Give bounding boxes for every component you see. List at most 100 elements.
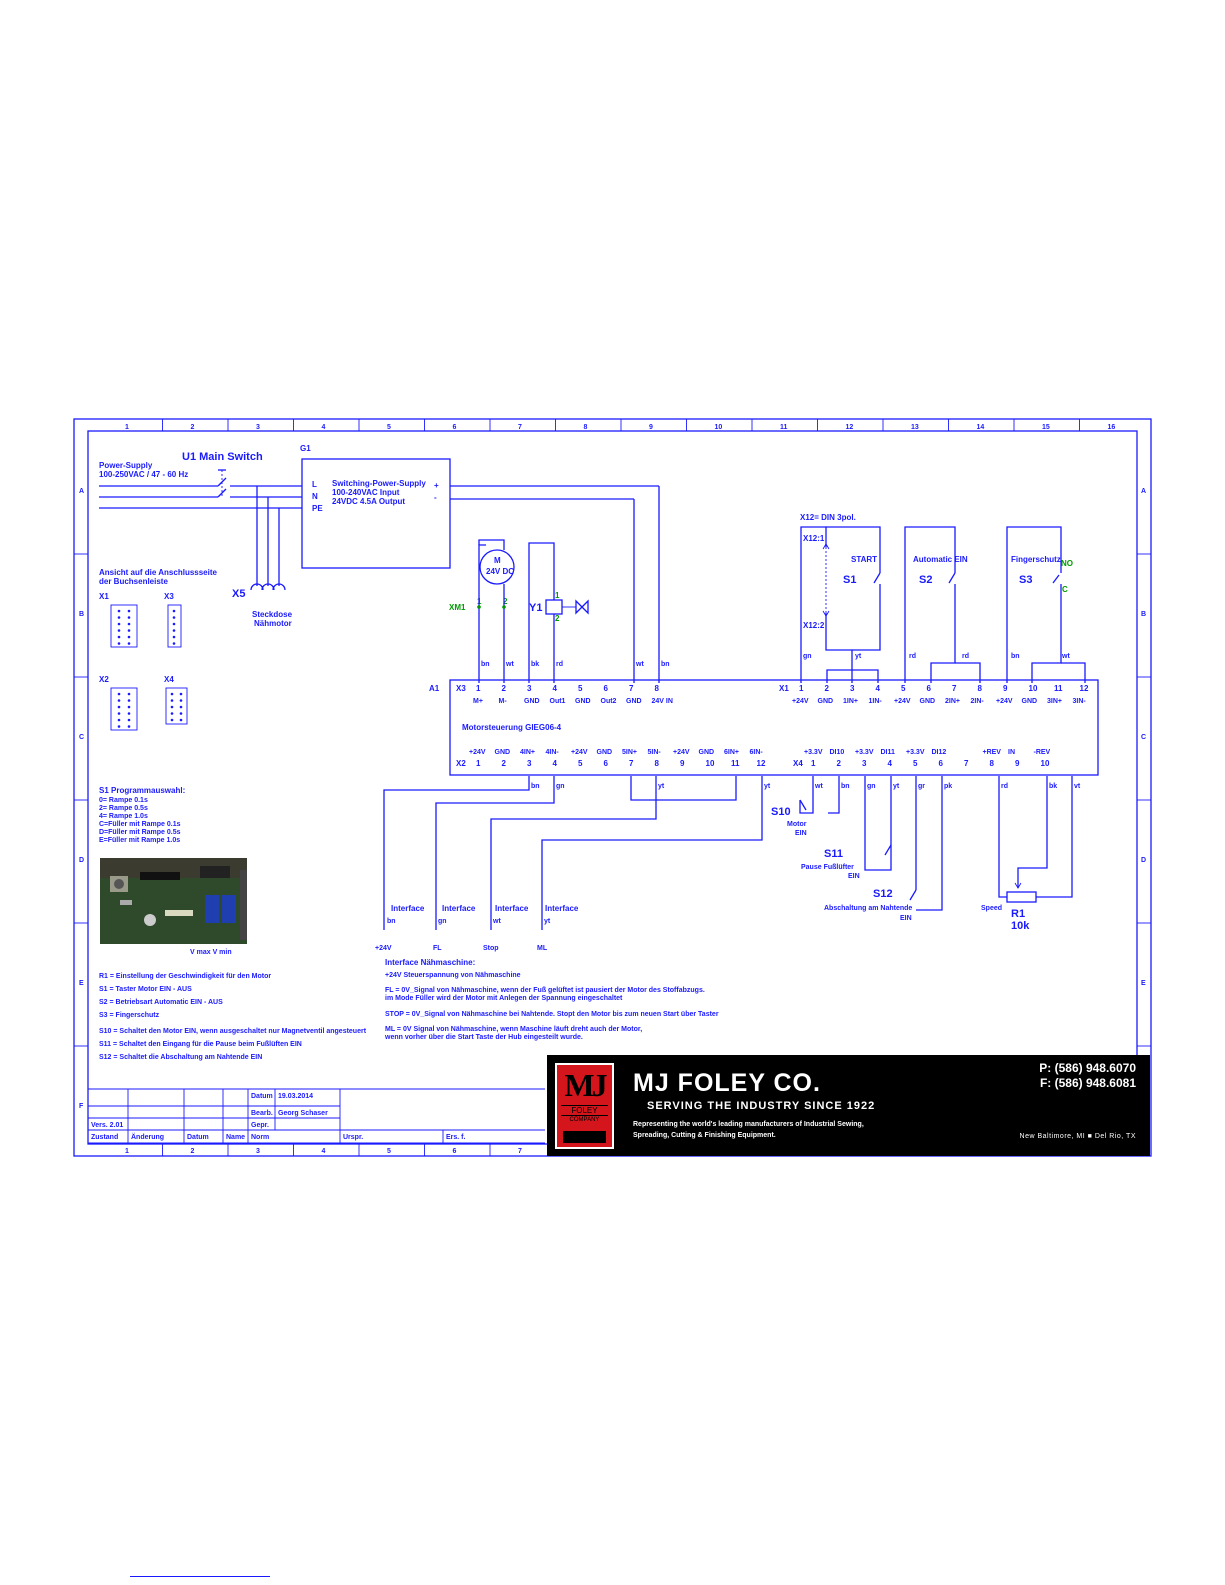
company-description-2: Spreading, Cutting & Finishing Equipment… [633, 1132, 776, 1139]
datum-label: Datum [251, 1093, 273, 1100]
s2-label: S2 [919, 574, 932, 586]
frame-row-label: C [79, 734, 84, 741]
x2-pin-number: 4 [553, 759, 558, 768]
main-switch-label: U1 Main Switch [182, 451, 263, 463]
x1-pin-number: 9 [1003, 684, 1008, 693]
fingerschutz-label: Fingerschutz [1011, 555, 1061, 564]
r1-value: 10k [1011, 920, 1030, 932]
wire-color-label: rd [556, 661, 563, 668]
x2-pin-label: +24V [673, 749, 690, 756]
x4-pin-label: DI10 [830, 749, 845, 756]
wire-color-label: bk [1049, 783, 1057, 790]
xm1-label: XM1 [449, 603, 466, 612]
phone-number: P: (586) 948.6070 [1039, 1061, 1136, 1075]
x1-pin-label: 1IN- [869, 698, 883, 705]
wire-color-label: vt [1074, 783, 1081, 790]
motor-m: M [494, 556, 501, 565]
interface-note-line: FL = 0V_Signal von Nähmaschine, wenn der… [385, 987, 705, 994]
x3-pin-label: Out2 [601, 698, 617, 705]
wire-color-label: bn [1011, 653, 1020, 660]
x3-pin-number: 6 [604, 684, 609, 693]
x4-pin-number: 1 [811, 759, 816, 768]
x1-view-label: X1 [99, 592, 109, 601]
x12-2-label: X12:2 [803, 621, 825, 630]
legend-line: S2 = Betriebsart Automatic EIN - AUS [99, 999, 223, 1006]
frame-col-label: 10 [715, 424, 723, 431]
power-supply-spec: 100-250VAC / 47 - 60 Hz [99, 470, 188, 479]
interface-note-line: +24V Steuerspannung von Nähmaschine [385, 972, 521, 979]
x1-pin-label: +24V [894, 698, 911, 705]
x1-pin-label: 3IN+ [1047, 698, 1062, 705]
wire-color-label: wt [1061, 653, 1070, 660]
frame-row-label: C [1141, 734, 1146, 741]
legend-line: S10 = Schaltet den Motor EIN, wenn ausge… [99, 1028, 367, 1035]
x1-pin-label: +24V [792, 698, 809, 705]
company-logo: MJ FOLEY COMPANY [555, 1063, 614, 1149]
zustand-label: Zustand [91, 1134, 118, 1141]
x4-pin-number: 4 [888, 759, 893, 768]
x1-pin-label: 1IN+ [843, 698, 858, 705]
legend-line: S1 = Taster Motor EIN - AUS [99, 986, 192, 993]
wire-color-label: wt [505, 661, 514, 668]
fax-number: F: (586) 948.6081 [1039, 1076, 1136, 1090]
interface-1: Interface bn +24V [375, 904, 425, 952]
controller-name: Motorsteuerung GIEG06-4 [462, 723, 562, 732]
x1-pin-label: 2IN- [971, 698, 985, 705]
x12-1-label: X12:1 [803, 534, 825, 543]
wire-color-label: yt [764, 783, 771, 790]
frame-row-label: E [1141, 980, 1146, 987]
inner-frame [87, 430, 1138, 1145]
wire-color-label: bn [481, 661, 490, 668]
frame-col-label: 6 [453, 1148, 457, 1155]
x3-pin-number: 7 [629, 684, 634, 693]
x2-pin-label: 6IN+ [724, 749, 739, 756]
x4-pin-number: 10 [1041, 759, 1050, 768]
x4-pin-label: +3.3V [906, 749, 925, 756]
frame-col-label: 12 [846, 424, 854, 431]
svg-text:FL: FL [433, 945, 442, 952]
x2-pin-label: 5IN+ [622, 749, 637, 756]
x4-pin-number: 3 [862, 759, 867, 768]
version-label: Vers. 2.01 [91, 1122, 123, 1129]
wire-color-label: wt [814, 783, 823, 790]
steckdose-label: Steckdose [252, 610, 293, 619]
x2-pin-label: GND [495, 749, 511, 756]
x2-label: X2 [456, 759, 466, 768]
start-label: START [851, 555, 877, 564]
x2-view-label: X2 [99, 675, 109, 684]
s11-label: S11 [824, 848, 843, 860]
frame-col-label: 2 [191, 1148, 195, 1155]
x2-pin-number: 3 [527, 759, 532, 768]
x4-pin-number: 5 [913, 759, 918, 768]
psu-input: 100-240VAC Input [332, 488, 400, 497]
company-banner: MJ FOLEY COMPANY MJ FOLEY CO. SERVING TH… [547, 1055, 1150, 1156]
company-locations: New Baltimore, MI ■ Del Rio, TX [1019, 1133, 1136, 1140]
norm-label: Norm [251, 1134, 269, 1141]
s3-c-label: C [1062, 585, 1068, 594]
footer-underline [130, 1576, 270, 1577]
x1-pin-label: GND [1022, 698, 1038, 705]
x3-pin-number: 4 [553, 684, 558, 693]
x4-pin-label: DI11 [881, 749, 896, 756]
switch-s1-wiring [800, 526, 881, 683]
svg-text:wt: wt [492, 918, 501, 925]
frame-col-label: 4 [322, 1148, 326, 1155]
legend-line: S3 = Fingerschutz [99, 1012, 160, 1019]
wire-color-label: rd [909, 653, 916, 660]
x4-view-label: X4 [164, 675, 174, 684]
x2-pin-label: 5IN- [648, 749, 662, 756]
frame-col-label: 3 [256, 1148, 260, 1155]
wire-color-label: rd [1001, 783, 1008, 790]
program-lines: 0= Rampe 0.1s2= Rampe 0.5s4= Rampe 1.0sC… [99, 797, 181, 844]
interface-notes: +24V Steuerspannung von Nähmaschine FL = … [384, 972, 719, 1041]
x3-pin-number: 1 [476, 684, 481, 693]
x1-pin-number: 1 [799, 684, 804, 693]
frame-col-label: 7 [518, 1148, 522, 1155]
wire-color-label: bn [531, 783, 540, 790]
x4-pin-number: 9 [1015, 759, 1020, 768]
frame-row-label: D [1141, 857, 1146, 864]
r1-label: R1 [1011, 908, 1025, 920]
